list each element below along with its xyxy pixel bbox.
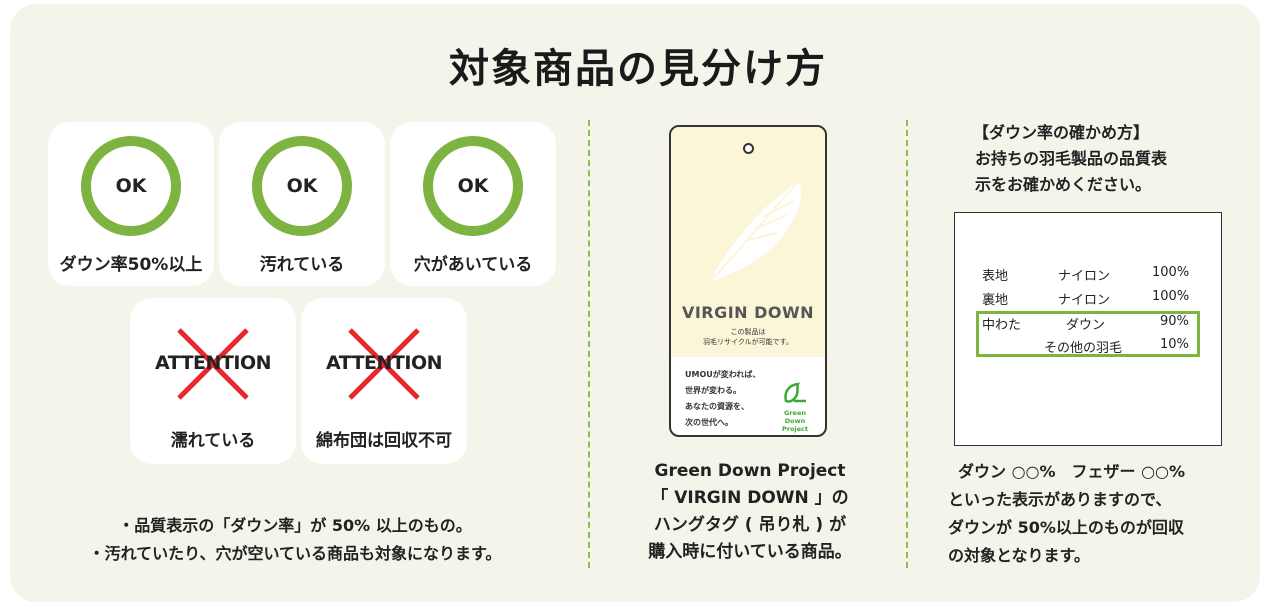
heading-line: お持ちの羽毛製品の品質表	[975, 149, 1168, 168]
tag-sub-line: この製品は	[730, 328, 766, 336]
label-material: その他の羽毛	[1044, 341, 1123, 356]
caption-line: 「 VIRGIN DOWN 」の	[651, 488, 849, 508]
caption-line: の対象となります。	[948, 546, 1090, 565]
ok-card-holes: OK 穴があいている	[390, 122, 556, 286]
card-label: 穴があいている	[413, 255, 533, 275]
label-part: 中わた	[982, 318, 1022, 333]
ok-badge-icon: OK	[81, 136, 181, 236]
caption-line: Green Down Project	[654, 461, 846, 481]
label-percent: 10%	[1160, 337, 1189, 352]
card-label: 汚れている	[259, 255, 345, 275]
tag-message-line: あなたの資源を、	[685, 402, 749, 411]
page-title: 対象商品の見分け方	[449, 46, 827, 92]
recycle-leaf-icon	[784, 382, 806, 403]
down-ratio-explanation: ダウン ○○% フェザー ○○% といった表示がありますので、 ダウンが 50%…	[948, 458, 1248, 570]
logo-text: Green Down	[784, 409, 806, 425]
tag-message-line: 世界が変わる。	[685, 386, 741, 395]
ok-card-down-ratio: OK ダウン率50%以上	[48, 122, 214, 286]
tag-brand: VIRGIN DOWN	[681, 303, 815, 322]
label-percent: 90%	[1160, 314, 1189, 329]
quality-label-card	[954, 212, 1222, 446]
ok-badge-icon: OK	[252, 136, 352, 236]
ok-card-dirty: OK 汚れている	[219, 122, 385, 286]
attention-card-wet: ATTENTION 濡れている	[130, 298, 296, 464]
ok-badge-icon: OK	[423, 136, 523, 236]
tag-message-line: 次の世代へ。	[685, 418, 733, 427]
note-line: ・汚れていたり、穴が空いている商品も対象になります。	[88, 544, 502, 563]
note-line: ・品質表示の「ダウン率」が 50% 以上のもの。	[118, 516, 472, 535]
tag-sub-line: 羽毛リサイクルが可能です。	[703, 338, 793, 346]
cross-icon	[177, 328, 249, 400]
divider-left	[588, 120, 590, 568]
label-part: 表地	[982, 269, 1009, 284]
heading-line: 【ダウン率の確かめ方】	[973, 123, 1150, 142]
label-material: ナイロン	[1058, 269, 1111, 284]
divider-right	[906, 120, 908, 568]
caption-line: ダウン ○○% フェザー ○○%	[958, 462, 1186, 481]
tag-message-line: UMOUが変われば、	[685, 370, 761, 379]
tag-caption: Green Down Project 「 VIRGIN DOWN 」の ハングタ…	[610, 458, 890, 566]
caption-line: といった表示がありますので、	[948, 490, 1172, 509]
feather-icon	[708, 180, 802, 284]
label-part: 裏地	[982, 293, 1009, 308]
check-method-heading: 【ダウン率の確かめ方】 お持ちの羽毛製品の品質表 示をお確かめください。	[935, 120, 1235, 198]
heading-line: 示をお確かめください。	[975, 175, 1152, 194]
attention-badge: ATTENTION	[154, 352, 272, 374]
label-material: ナイロン	[1058, 293, 1111, 308]
down-ratio-highlight	[976, 311, 1200, 357]
logo-text: Project	[781, 425, 809, 433]
label-material: ダウン	[1066, 318, 1106, 333]
notes: ・品質表示の「ダウン率」が 50% 以上のもの。 ・汚れていたり、穴が空いている…	[40, 512, 550, 568]
hang-tag: VIRGIN DOWN この製品は 羽毛リサイクルが可能です。 UMOUが変われ…	[669, 125, 827, 437]
caption-line: 購入時に付いている商品。	[648, 542, 852, 562]
caption-line: ハングタグ ( 吊り札 ) が	[653, 515, 847, 535]
tag-hole	[743, 143, 754, 154]
card-label: 綿布団は回収不可	[316, 431, 452, 451]
attention-card-cotton-futon: ATTENTION 綿布団は回収不可	[301, 298, 467, 464]
card-label: 濡れている	[170, 431, 256, 451]
label-percent: 100%	[1152, 265, 1190, 280]
card-label: ダウン率50%以上	[59, 255, 203, 275]
attention-badge: ATTENTION	[325, 352, 443, 374]
caption-line: ダウンが 50%以上のものが回収	[948, 518, 1184, 537]
green-down-logo: Green Down Project	[773, 381, 817, 433]
cross-icon	[348, 328, 420, 400]
label-percent: 100%	[1152, 289, 1190, 304]
